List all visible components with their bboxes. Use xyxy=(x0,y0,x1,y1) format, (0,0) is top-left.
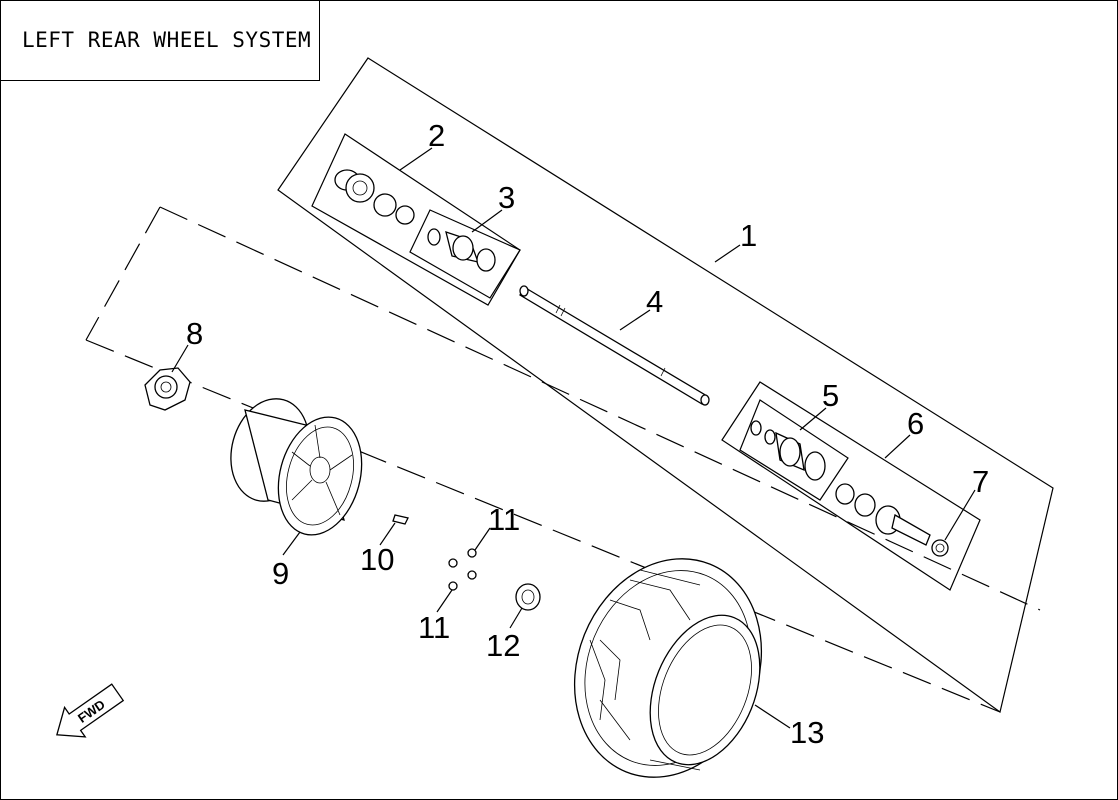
leader-1 xyxy=(714,244,741,263)
part-2-cv-joint-inner xyxy=(334,169,415,225)
callout-11-upper: 11 xyxy=(488,502,520,537)
fwd-arrow-icon: FWD xyxy=(56,683,125,738)
leader-2 xyxy=(399,147,433,171)
assembly-box-6 xyxy=(721,381,981,591)
leader-6 xyxy=(884,434,911,459)
part-11-lug-nuts xyxy=(448,548,477,591)
leader-9 xyxy=(282,531,301,556)
title-box: LEFT REAR WHEEL SYSTEM xyxy=(0,0,320,81)
callout-9: 9 xyxy=(272,556,289,591)
dashed-line-top xyxy=(159,206,1041,611)
part-7-axle-nut xyxy=(931,539,949,557)
part-9-rim xyxy=(230,398,363,536)
leader-12 xyxy=(509,607,523,629)
leader-10 xyxy=(379,522,396,546)
assembly-box-2 xyxy=(311,133,521,306)
callout-7: 7 xyxy=(972,464,989,499)
part-10-valve-stem xyxy=(392,514,409,525)
callout-1: 1 xyxy=(740,218,757,253)
dashed-line-left xyxy=(85,206,161,341)
leader-5 xyxy=(799,407,827,431)
callout-4: 4 xyxy=(646,284,663,319)
callout-13: 13 xyxy=(790,715,824,750)
dashed-line-bottom xyxy=(85,339,1001,713)
leader-11b xyxy=(436,589,453,613)
callout-12: 12 xyxy=(486,628,520,663)
leader-7 xyxy=(944,489,976,541)
part-8-wheel-hub xyxy=(144,367,191,411)
part-12-hub-nut xyxy=(515,583,541,611)
assembly-box-3 xyxy=(409,209,521,299)
callout-3: 3 xyxy=(498,180,515,215)
leader-8 xyxy=(171,344,189,373)
part-5-boot-kit xyxy=(750,420,826,481)
callout-5: 5 xyxy=(822,378,839,413)
part-3-boot-kit xyxy=(427,228,496,272)
callout-6: 6 xyxy=(907,406,924,441)
leader-4 xyxy=(619,309,651,331)
leader-13 xyxy=(754,704,791,729)
leader-3 xyxy=(471,209,503,233)
leader-11a xyxy=(474,527,491,551)
callout-2: 2 xyxy=(428,118,445,153)
assembly-box-5 xyxy=(739,399,849,501)
diagram-title: LEFT REAR WHEEL SYSTEM xyxy=(22,28,312,52)
part-13-tire xyxy=(573,558,763,778)
part-4-axle-shaft xyxy=(519,285,710,406)
part-6-cv-joint-outer xyxy=(835,483,931,546)
callout-11-lower: 11 xyxy=(418,610,450,645)
callout-10: 10 xyxy=(360,542,394,577)
callout-8: 8 xyxy=(186,316,203,351)
